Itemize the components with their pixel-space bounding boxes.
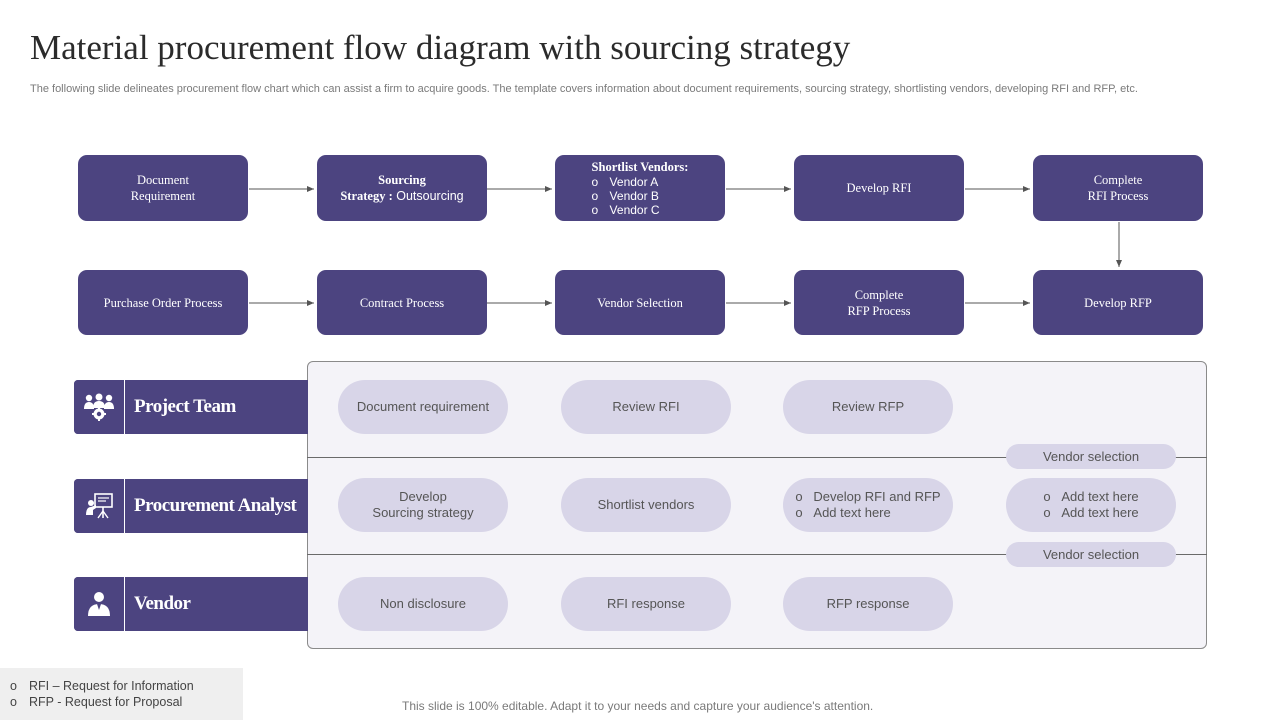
vendor-person-icon (74, 577, 125, 631)
team-icon (74, 380, 125, 434)
flow-box-shortlist-vendors: Shortlist Vendors: Vendor A Vendor B Ven… (555, 155, 725, 221)
task-pill: Develop Sourcing strategy (338, 478, 508, 532)
flow-box-label: RFP Process (847, 303, 911, 318)
legend-item: RFI – Request for Information (10, 678, 243, 694)
list-item: Vendor B (592, 189, 689, 203)
legend-item: RFP - Request for Proposal (10, 694, 243, 710)
page-title: Material procurement flow diagram with s… (30, 28, 851, 67)
flow-box-label: Purchase Order Process (103, 295, 223, 310)
list-item: Develop RFI and RFP (795, 489, 940, 505)
flow-box-label: Vendor Selection (597, 295, 683, 310)
lane-divider (307, 554, 1207, 555)
legend-box: RFI – Request for Information RFP - Requ… (0, 668, 243, 720)
flow-box-purchase-order: Purchase Order Process (78, 270, 248, 335)
flow-box-label: Strategy : Outsourcing (340, 189, 464, 203)
page-subtitle: The following slide delineates procureme… (30, 83, 1138, 95)
role-label: Vendor (134, 593, 191, 614)
task-pill: Shortlist vendors (561, 478, 731, 532)
flow-box-label: Document (136, 173, 190, 187)
role-project-team: Project Team (74, 380, 308, 434)
flow-box-sourcing-strategy: Sourcing Strategy : Outsourcing (317, 155, 487, 221)
task-pill: RFI response (561, 577, 731, 631)
flow-box-label: Contract Process (359, 295, 445, 310)
vendor-selection-tag: Vendor selection (1006, 444, 1176, 469)
flow-box-vendor-selection: Vendor Selection (555, 270, 725, 335)
flow-box-label: Develop RFP (1084, 295, 1152, 310)
flow-box-label: Sourcing (378, 173, 426, 187)
flow-box-document-requirement: Document Requirement (78, 155, 248, 221)
vendor-list: Vendor A Vendor B Vendor C (592, 175, 689, 217)
task-pill: Non disclosure (338, 577, 508, 631)
role-procurement-analyst: Procurement Analyst (74, 479, 308, 533)
task-pill: Review RFP (783, 380, 953, 434)
task-pill: RFP response (783, 577, 953, 631)
flow-box-develop-rfi: Develop RFI (794, 155, 964, 221)
task-pill: Add text here Add text here (1006, 478, 1176, 532)
role-label: Procurement Analyst (134, 495, 297, 516)
shortlist-heading: Shortlist Vendors: (591, 160, 689, 174)
flow-box-label: RFI Process (1087, 189, 1149, 203)
list-item: Add text here (795, 505, 940, 521)
flow-box-complete-rfi: Complete RFI Process (1033, 155, 1203, 221)
list-item: Add text here (1043, 489, 1138, 505)
task-pill: Review RFI (561, 380, 731, 434)
list-item: Vendor A (592, 175, 689, 189)
flow-box-label: Complete (854, 287, 904, 302)
footer-note: This slide is 100% editable. Adapt it to… (402, 699, 874, 713)
role-label: Project Team (134, 396, 236, 417)
flow-box-complete-rfp: Complete RFP Process (794, 270, 964, 335)
flow-box-label: Develop RFI (846, 181, 912, 195)
flow-box-label: Complete (1093, 173, 1143, 187)
task-pill: Develop RFI and RFP Add text here (783, 478, 953, 532)
presentation-icon (74, 479, 125, 533)
flow-box-label: Requirement (130, 189, 196, 203)
flow-box-develop-rfp: Develop RFP (1033, 270, 1203, 335)
lane-divider (307, 457, 1207, 458)
task-pill: Document requirement (338, 380, 508, 434)
list-item: Add text here (1043, 505, 1138, 521)
list-item: Vendor C (592, 203, 689, 217)
role-vendor: Vendor (74, 577, 308, 631)
vendor-selection-tag: Vendor selection (1006, 542, 1176, 567)
flow-box-contract-process: Contract Process (317, 270, 487, 335)
